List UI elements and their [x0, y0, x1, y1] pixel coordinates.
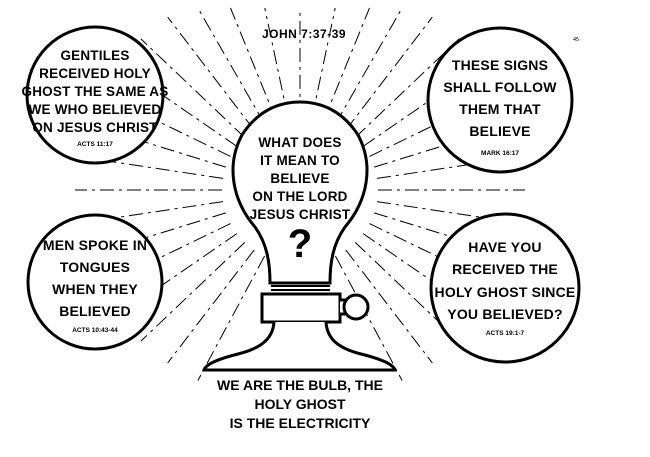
socket-collar	[260, 292, 342, 324]
circle-tongues-ref: ACTS 10:43-44	[72, 327, 118, 334]
light-ray	[345, 249, 433, 364]
page-number: 45	[573, 37, 580, 43]
circle-signs-ref: MARK 16:17	[481, 150, 519, 157]
bulb-line: JESUS CHRIST	[249, 207, 351, 222]
circle-tongues-line: BELIEVED	[59, 303, 131, 319]
circle-signs-line: BELIEVE	[469, 123, 531, 139]
bulb-outline	[231, 100, 369, 285]
circle-have-you-line: HAVE YOU	[468, 239, 542, 255]
light-ray	[323, 7, 370, 120]
socket-knob	[342, 293, 370, 321]
light-ray	[77, 201, 224, 224]
light-ray	[345, 16, 433, 131]
caption-line: IS THE ELECTRICITY	[229, 415, 371, 431]
circle-gentiles-line: WE WHO BELIEVED	[28, 102, 162, 117]
circle-tongues-line: WHEN THEY	[52, 281, 138, 297]
caption-line: HOLY GHOST	[254, 396, 346, 412]
bulb-neck-threads	[271, 285, 330, 291]
light-ray	[376, 201, 523, 224]
light-ray	[167, 249, 255, 364]
light-ray	[230, 7, 277, 120]
scripture-reference: JOHN 7:37-39	[262, 27, 347, 41]
bulb-line: BELIEVE	[270, 171, 330, 186]
question-mark: ?	[287, 222, 313, 266]
light-ray	[140, 242, 246, 342]
circle-have-you-line: HOLY GHOST SINCE	[434, 284, 576, 300]
light-ray	[311, 7, 336, 117]
light-ray	[77, 156, 224, 179]
bulb-line: IT MEAN TO	[260, 153, 340, 168]
circle-gentiles-line: GENTILES	[60, 48, 130, 63]
light-ray	[167, 16, 255, 131]
light-ray	[197, 255, 266, 381]
circle-signs-line: SHALL FOLLOW	[443, 79, 557, 95]
light-ray	[376, 156, 523, 179]
circle-have-you-ref: ACTS 19:1-7	[485, 330, 525, 337]
circle-signs-line: THESE SIGNS	[451, 57, 549, 73]
caption-line: WE ARE THE BULB, THE	[217, 377, 383, 393]
circle-tongues	[26, 213, 164, 351]
circle-signs-line: THEM THAT	[459, 101, 541, 117]
light-ray	[197, 7, 266, 125]
light-ray	[334, 255, 403, 381]
circle-gentiles	[25, 25, 165, 165]
circle-signs	[426, 26, 574, 174]
light-ray	[140, 38, 246, 138]
circle-gentiles-line: RECEIVED HOLY	[39, 66, 151, 81]
light-ray	[264, 7, 289, 117]
light-ray	[334, 7, 403, 125]
bulb-line: WHAT DOES	[258, 135, 342, 150]
circle-gentiles-ref: ACTS 11:17	[77, 141, 113, 148]
circle-gentiles-line: GHOST THE SAME AS	[21, 84, 169, 99]
socket-base	[201, 321, 398, 372]
bulb-line: ON THE LORD	[252, 189, 348, 204]
circle-gentiles-line: ON JESUS CHRIST	[32, 120, 158, 135]
circle-have-you-line: YOU BELIEVED?	[447, 306, 563, 322]
circle-have-you	[429, 212, 581, 364]
circle-tongues-line: MEN SPOKE IN	[42, 237, 148, 253]
circle-tongues-line: TONGUES	[59, 259, 131, 275]
circle-have-you-line: RECEIVED THE	[452, 261, 558, 277]
